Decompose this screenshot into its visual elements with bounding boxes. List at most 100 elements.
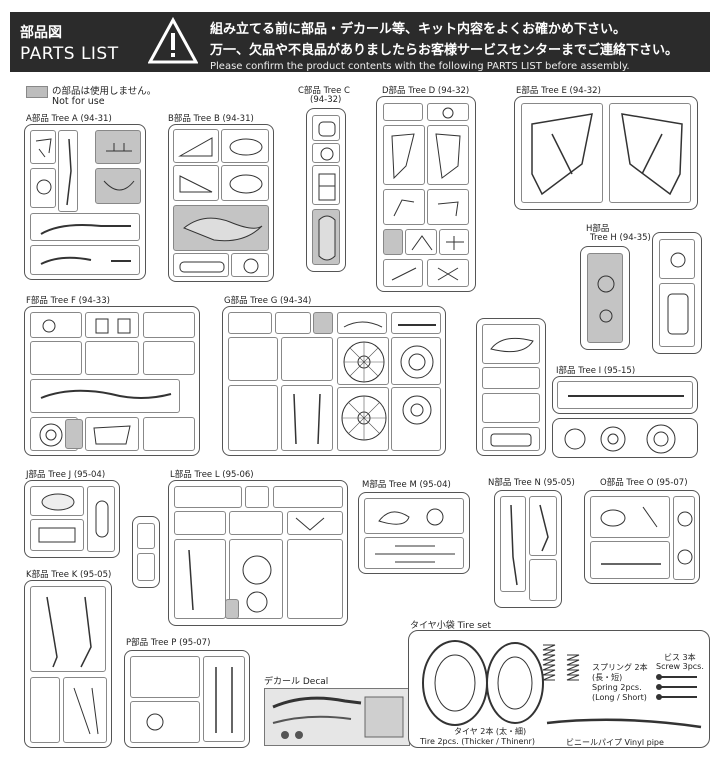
not-for-use-en: Not for use (52, 96, 105, 107)
part-not-for-use (65, 419, 83, 449)
spring-en-2: (Long / Short) (592, 693, 647, 702)
not-for-use-jp: の部品は使用しません。 (52, 86, 157, 97)
title-en: PARTS LIST (20, 44, 119, 64)
part (287, 511, 343, 535)
part (281, 337, 333, 381)
part (221, 165, 269, 201)
part (87, 486, 115, 552)
tire-jp: タイヤ 2本 (太・細) (454, 727, 527, 736)
part (312, 143, 340, 163)
part (405, 229, 437, 255)
decal-artwork (272, 696, 404, 739)
part (312, 165, 340, 205)
tree-g-sprue (222, 306, 446, 456)
part (30, 486, 84, 516)
part (590, 496, 670, 538)
decal-label: デカール Decal (264, 677, 329, 687)
tree-seat-sprue (476, 318, 546, 456)
part (231, 253, 269, 277)
part (521, 103, 603, 203)
tree-a-label: A部品 Tree A (94-31) (26, 114, 112, 124)
part (482, 367, 540, 389)
wheel-part (337, 337, 389, 385)
part (427, 189, 469, 225)
tree-k-sprue (24, 580, 112, 748)
tree-e-sprue (514, 96, 698, 210)
part (174, 511, 226, 535)
part (383, 189, 425, 225)
tree-i-sprue-bottom (552, 418, 698, 458)
tree-o-sprue (584, 490, 700, 584)
part-not-for-use (383, 229, 403, 255)
part (30, 168, 56, 208)
screw-en: Screw 3pcs. (656, 662, 704, 671)
part (85, 417, 139, 451)
part (85, 341, 139, 375)
tree-n-label: N部品 Tree N (95-05) (488, 478, 575, 488)
tree-c-sprue (306, 108, 346, 272)
part (427, 103, 469, 121)
part-not-for-use (95, 168, 141, 204)
spring-en: Spring 2pcs. (592, 683, 642, 692)
tree-l-label: L部品 Tree L (95-06) (170, 470, 254, 480)
part (281, 385, 333, 451)
part (143, 312, 195, 338)
header-banner: 部品図 PARTS LIST 組み立てる前に部品・デカール等、キット内容をよくお… (10, 12, 710, 72)
wheel-part (337, 387, 389, 451)
not-for-use-swatch (26, 86, 48, 98)
part (229, 511, 283, 535)
tree-g-label: G部品 Tree G (94-34) (224, 296, 312, 306)
spring-jp: スプリング 2本 (592, 663, 648, 672)
part (609, 103, 691, 203)
tree-i-sprue-top (552, 376, 698, 414)
tree-p-sprue (124, 650, 250, 748)
part (174, 539, 226, 619)
tree-d-sprue (376, 96, 476, 292)
tree-m-sprue (358, 492, 470, 574)
part (383, 103, 423, 121)
tree-b-label: B部品 Tree B (94-31) (168, 114, 254, 124)
part (173, 165, 219, 201)
vinyl-pipe-icon (546, 718, 702, 729)
tree-h-label: H部品 (586, 224, 610, 234)
part-not-for-use (95, 130, 141, 164)
message-line-2: 万一、欠品や不良品がありましたらお客様サービスセンターまでご連絡下さい。 (210, 43, 679, 58)
part (391, 312, 441, 334)
part (30, 519, 84, 551)
tree-h-code: Tree H (94-35) (590, 233, 651, 243)
part (30, 586, 106, 672)
part (557, 381, 693, 409)
part (337, 312, 387, 334)
part (221, 129, 269, 163)
message-line-3: Please confirm the product contents with… (210, 61, 630, 72)
screw-jp: ビス 3本 (664, 653, 696, 662)
part (30, 341, 82, 375)
tire-set-box (408, 630, 710, 748)
part (529, 496, 557, 556)
part (659, 239, 695, 279)
tree-a-sprue (24, 124, 146, 280)
tree-d-label: D部品 Tree D (94-32) (382, 86, 470, 96)
tree-o-label: O部品 Tree O (95-07) (600, 478, 688, 488)
spring-jp-2: (長・短) (592, 673, 623, 682)
part (30, 245, 140, 275)
tree-m-label: M部品 Tree M (95-04) (362, 480, 451, 490)
part (30, 213, 140, 241)
part (85, 312, 139, 338)
tree-p-label: P部品 Tree P (95-07) (126, 638, 211, 648)
tree-k-label: K部品 Tree K (95-05) (26, 570, 112, 580)
part-not-for-use (313, 312, 333, 334)
part (245, 486, 269, 508)
warning-icon (148, 17, 198, 64)
tree-small-sprue (132, 516, 160, 588)
part (143, 417, 195, 451)
tires-icon (422, 640, 544, 726)
part (130, 701, 200, 743)
part (137, 553, 155, 581)
tree-b-sprue (168, 124, 274, 282)
part (275, 312, 311, 334)
part (312, 115, 340, 141)
tree-c-label: C部品 Tree C (298, 86, 350, 96)
part (30, 677, 60, 743)
part (63, 677, 107, 743)
